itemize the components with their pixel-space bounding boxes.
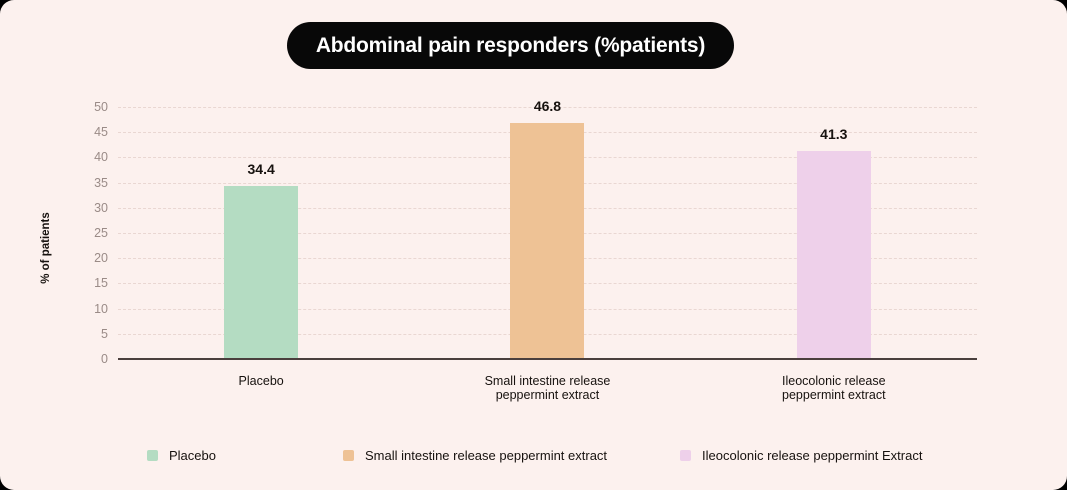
- x-axis-baseline: [118, 358, 977, 360]
- y-axis-tick-label: 45: [94, 125, 108, 140]
- x-axis-category-label-line: Ileocolonic release: [782, 374, 886, 388]
- legend-label: Small intestine release peppermint extra…: [364, 448, 608, 463]
- x-axis-category-label-line: peppermint extract: [495, 388, 600, 402]
- y-axis-title: % of patients: [36, 196, 56, 300]
- bar[interactable]: 34.4: [224, 161, 299, 359]
- plot-area: 34.4 46.8 41.3: [118, 98, 977, 359]
- bar-slot: 46.8: [404, 98, 690, 359]
- x-axis-category-label-line: Small intestine release: [484, 374, 611, 388]
- y-axis-tick-label: 20: [94, 251, 108, 266]
- y-axis-tick-label: 50: [94, 100, 108, 114]
- bar-value-label: 41.3: [820, 125, 848, 142]
- legend-swatch-icon: [147, 450, 158, 461]
- legend-item[interactable]: Placebo: [147, 448, 216, 463]
- y-axis-tick-label: 10: [94, 301, 108, 316]
- legend-item[interactable]: Small intestine release peppermint extra…: [342, 448, 608, 463]
- legend-label: Ileocolonic release peppermint Extract: [702, 448, 923, 463]
- legend-swatch-icon: [680, 450, 692, 461]
- bar-slot: 34.4: [118, 107, 404, 359]
- y-axis-tick-label: 40: [94, 150, 108, 165]
- y-axis-title-label: % of patients: [40, 212, 52, 284]
- legend-label: Placebo: [169, 448, 216, 463]
- bar-value-label: 34.4: [247, 160, 275, 177]
- bar[interactable]: 41.3: [796, 126, 871, 359]
- legend-item[interactable]: Ileocolonic release peppermint Extract: [680, 448, 922, 463]
- y-axis-tick-label: 5: [101, 326, 108, 341]
- bar-value-label: 46.8: [533, 98, 562, 115]
- y-axis-tick-label: 25: [94, 226, 108, 240]
- y-axis-tick-label: 0: [101, 352, 108, 366]
- x-axis-category-label: Placebo: [118, 374, 404, 388]
- y-axis-tick-label: 35: [94, 175, 108, 190]
- x-axis-category-label-line: peppermint extract: [782, 388, 886, 402]
- page-title: Abdominal pain responders (%patients): [315, 33, 706, 57]
- y-axis-tick-labels: 0 5 10 15 20 25 30 35 40 45 50: [78, 100, 108, 366]
- bar-slot: 41.3: [691, 107, 977, 359]
- gridline: [118, 107, 977, 108]
- chart-title-pill: Abdominal pain responders (%patients): [287, 22, 734, 69]
- legend-swatch-icon: [342, 450, 354, 461]
- x-axis-category-label-line: Placebo: [238, 374, 284, 388]
- y-axis-tick-label: 30: [94, 200, 108, 215]
- y-axis-tick-label: 15: [94, 276, 108, 291]
- chart-legend: Placebo Small intestine release peppermin…: [147, 448, 922, 463]
- bar[interactable]: 46.8: [510, 98, 585, 359]
